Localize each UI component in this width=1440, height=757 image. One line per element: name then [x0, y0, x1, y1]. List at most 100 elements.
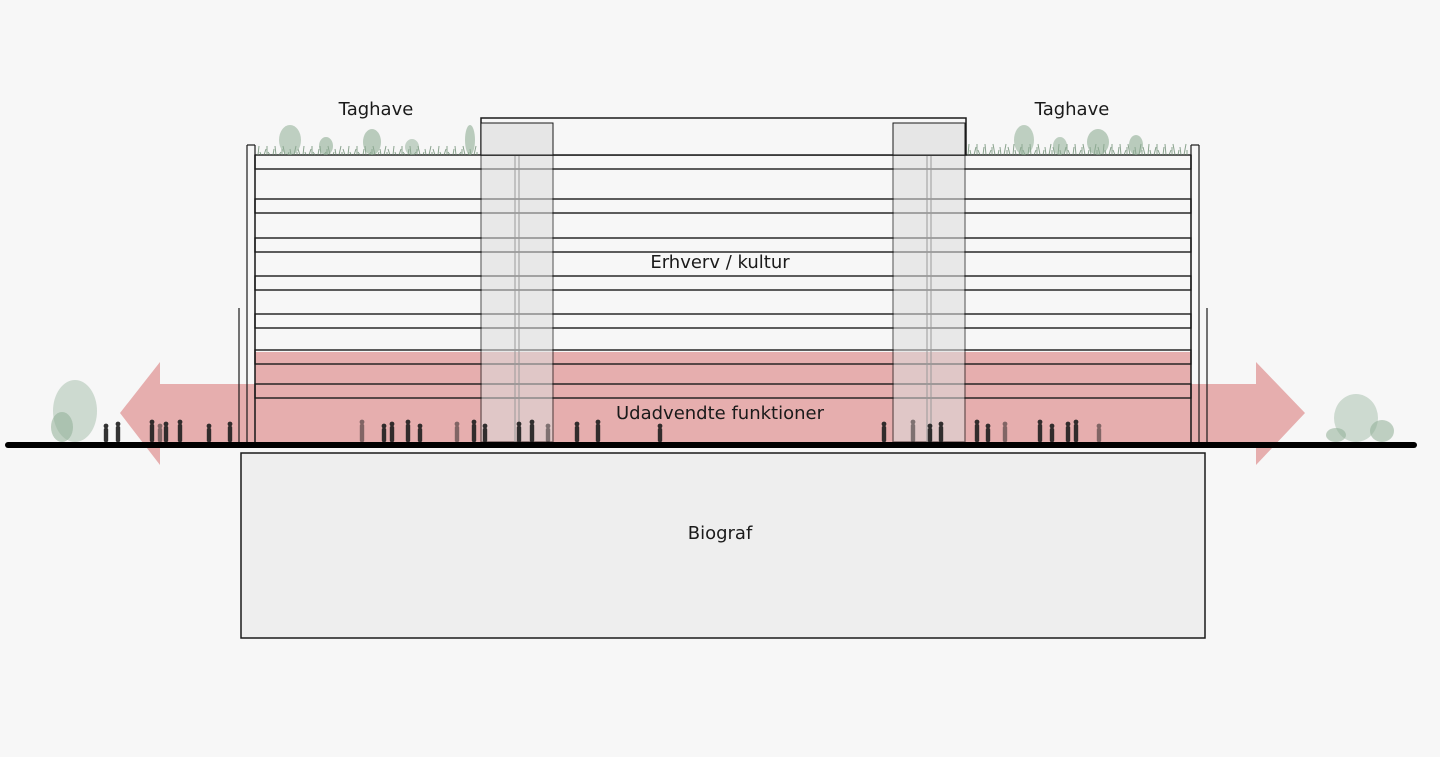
grass-blade [383, 145, 387, 156]
grass-blade [973, 146, 977, 156]
grass-blade [458, 151, 462, 156]
grass-blade [1179, 146, 1182, 156]
grass-blade [999, 146, 1002, 156]
person-icon [417, 423, 423, 442]
person-icon [103, 423, 109, 442]
grass-blade [1168, 149, 1172, 156]
tree-icon [1334, 394, 1378, 442]
grass-blade [394, 151, 397, 156]
grass-blade [302, 145, 305, 156]
grass-blade [1127, 143, 1131, 156]
person-icon [881, 421, 887, 442]
person-head [974, 419, 980, 425]
grass-blade [984, 143, 987, 156]
person-head [454, 421, 460, 427]
tree-icon [1087, 129, 1109, 155]
grass-blade [272, 148, 275, 156]
grass-blade [1078, 149, 1082, 156]
person-icon [545, 423, 551, 442]
grass-blade [387, 148, 391, 156]
person-icon [227, 421, 233, 442]
person-icon [1049, 423, 1055, 442]
person-head [927, 423, 933, 429]
person-head [910, 419, 916, 425]
person-body [471, 424, 477, 442]
grass-blade [1117, 146, 1120, 156]
grass-blade [997, 149, 1000, 156]
person-head [389, 421, 395, 427]
basement-volume [240, 452, 1206, 639]
person-head [516, 421, 522, 427]
person-icon [157, 423, 163, 442]
grass-blade [977, 149, 981, 156]
person-icon [595, 419, 601, 442]
tree-icon [405, 139, 419, 155]
tree-icon [1129, 135, 1143, 155]
person-icon [927, 423, 933, 442]
person-body [974, 424, 980, 442]
person-icon [389, 421, 395, 442]
grass-blade [1082, 143, 1086, 156]
floor-slab [254, 313, 1192, 329]
person-body [149, 424, 155, 442]
person-icon [115, 421, 121, 442]
person-icon [471, 419, 477, 442]
person-head [163, 421, 169, 427]
person-head [227, 421, 233, 427]
person-head [881, 421, 887, 427]
person-icon [1073, 419, 1079, 442]
person-icon [149, 419, 155, 442]
grass-blade [988, 149, 992, 156]
person-body [985, 428, 991, 442]
person-head [359, 419, 365, 425]
person-body [938, 426, 944, 442]
grass-blade [1157, 149, 1161, 156]
grass-blade [377, 151, 380, 156]
grass-blade [1014, 149, 1017, 156]
floor-slab [254, 275, 1192, 291]
person-head [938, 421, 944, 427]
grass-blade [1007, 146, 1011, 156]
grass-blade [1172, 143, 1176, 156]
grass-blade [338, 145, 342, 156]
person-head [115, 421, 121, 427]
grass-blade [357, 151, 361, 156]
grass-blade [1153, 146, 1157, 156]
rooftop-core-right [892, 122, 966, 156]
vertical-cores [480, 123, 966, 443]
person-head [1096, 423, 1102, 429]
grass-blade [347, 145, 350, 156]
grass-blade [308, 148, 312, 156]
grass-blade [454, 145, 457, 156]
grass-blade [1183, 143, 1187, 156]
ground-floor-band [255, 352, 1191, 442]
person-icon [206, 423, 212, 442]
tree-icon [1014, 125, 1034, 155]
person-head [206, 423, 212, 429]
arrow-right-icon [1191, 362, 1305, 465]
tree-icon [1053, 137, 1067, 155]
grass-blade [1087, 149, 1090, 156]
basement-label: Biograf [687, 523, 753, 544]
person-body [657, 428, 663, 442]
person-head [381, 423, 387, 429]
person-body [1073, 424, 1079, 442]
upper-floors-label: Erhverv / kultur [650, 252, 790, 273]
grass-blade [398, 148, 402, 156]
person-body [595, 424, 601, 442]
floor-slab [254, 198, 1192, 214]
person-head [1073, 419, 1079, 425]
person-icon [516, 421, 522, 442]
grass-blade [259, 151, 262, 156]
grass-blade [317, 148, 320, 156]
person-icon [359, 419, 365, 442]
person-icon [657, 423, 663, 442]
vegetation [51, 125, 1394, 442]
grass-blade [447, 151, 451, 156]
grass-blade [428, 145, 432, 156]
person-body [177, 424, 183, 442]
grass-blade [982, 146, 985, 156]
person-body [115, 426, 121, 442]
grass-blade [424, 148, 427, 156]
